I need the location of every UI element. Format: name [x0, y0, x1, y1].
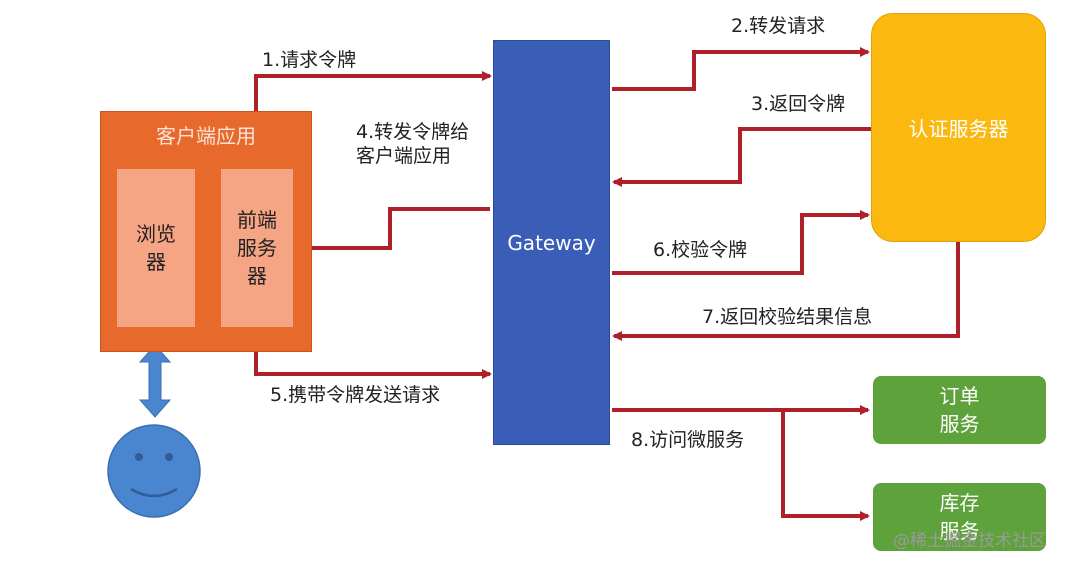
gateway-box: Gateway	[493, 40, 610, 445]
step-6-label: 6.校验令牌	[653, 239, 748, 261]
step-4-label: 4.转发令牌给 客户端应用	[356, 121, 470, 167]
user-smiley-icon	[107, 424, 201, 518]
arrow-6-verify-token	[612, 210, 870, 275]
step-2-label: 2.转发请求	[731, 15, 826, 37]
arrow-8-to-stock	[781, 410, 870, 521]
step-1-label: 1.请求令牌	[262, 49, 357, 71]
user-client-double-arrow	[138, 344, 172, 418]
frontend-server-box: 前端 服务 器	[221, 169, 293, 327]
arrow-4-forward-token	[294, 207, 490, 253]
stock-service-box: 库存 服务	[873, 483, 1046, 551]
step-8-label: 8.访问微服务	[631, 429, 745, 451]
step-3-label: 3.返回令牌	[751, 93, 846, 115]
step-7-label: 7.返回校验结果信息	[702, 306, 873, 328]
auth-server-box: 认证服务器	[871, 13, 1046, 242]
step-5-label: 5.携带令牌发送请求	[270, 384, 441, 406]
watermark: @稀土掘金技术社区	[893, 531, 1046, 551]
browser-box: 浏览 器	[117, 169, 195, 327]
order-service-box: 订单 服务	[873, 376, 1046, 444]
client-app-label: 客户端应用	[156, 124, 256, 148]
arrow-7-verify-result	[612, 242, 960, 341]
arrow-3-return-token	[612, 127, 871, 187]
arrow-2-forward-request	[612, 47, 870, 91]
